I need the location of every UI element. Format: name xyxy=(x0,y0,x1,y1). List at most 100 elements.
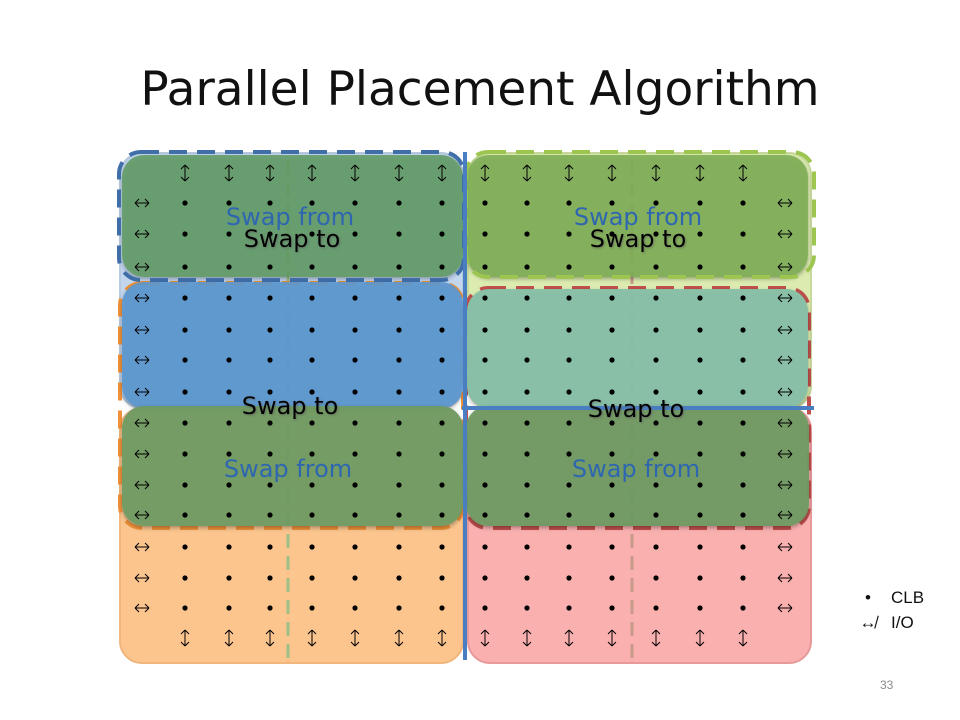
io-vertical-icon xyxy=(607,629,617,647)
clb-dot xyxy=(439,357,445,363)
clb-dot xyxy=(267,200,273,206)
clb-dot xyxy=(740,295,746,301)
clb-dot xyxy=(396,200,402,206)
region-middle-left-blue xyxy=(122,282,463,408)
clb-dot xyxy=(226,420,232,426)
io-horizontal-icon xyxy=(134,449,150,459)
clb-dot xyxy=(609,327,615,333)
label-bottom-right-swap-from: Swap from xyxy=(572,455,700,483)
clb-dot xyxy=(740,357,746,363)
clb-dot-icon: • xyxy=(865,587,871,607)
io-vertical-icon xyxy=(307,164,317,182)
clb-dot xyxy=(566,295,572,301)
clb-dot xyxy=(653,327,659,333)
clb-dot xyxy=(267,420,273,426)
clb-dot xyxy=(439,295,445,301)
io-horizontal-icon xyxy=(134,387,150,397)
io-horizontal-icon xyxy=(134,603,150,613)
clb-dot xyxy=(609,420,615,426)
clb-dot xyxy=(524,295,530,301)
clb-dot xyxy=(697,357,703,363)
clb-dot xyxy=(524,357,530,363)
clb-dot xyxy=(182,389,188,395)
io-vertical-icon xyxy=(695,629,705,647)
clb-dot xyxy=(697,451,703,457)
io-horizontal-icon xyxy=(134,325,150,335)
clb-dot xyxy=(226,327,232,333)
clb-dot xyxy=(524,575,530,581)
clb-dot xyxy=(352,231,358,237)
io-horizontal-icon xyxy=(777,229,793,239)
clb-dot xyxy=(352,295,358,301)
clb-dot xyxy=(352,544,358,550)
clb-dot xyxy=(352,389,358,395)
clb-dot xyxy=(697,327,703,333)
io-horizontal-icon xyxy=(777,542,793,552)
io-horizontal-icon xyxy=(777,510,793,520)
clb-dot xyxy=(609,451,615,457)
clb-dot xyxy=(267,451,273,457)
clb-dot xyxy=(439,451,445,457)
clb-dot xyxy=(226,482,232,488)
clb-dot xyxy=(309,420,315,426)
clb-dot xyxy=(609,575,615,581)
io-vertical-icon xyxy=(480,629,490,647)
clb-dot xyxy=(740,544,746,550)
clb-dot xyxy=(740,200,746,206)
label-top-left-swap-to: Swap to xyxy=(244,225,341,253)
io-vertical-icon xyxy=(307,629,317,647)
clb-dot xyxy=(439,482,445,488)
clb-dot xyxy=(309,451,315,457)
clb-dot xyxy=(226,200,232,206)
clb-dot xyxy=(226,295,232,301)
io-horizontal-icon xyxy=(134,480,150,490)
io-horizontal-icon xyxy=(777,480,793,490)
clb-dot xyxy=(524,605,530,611)
clb-dot xyxy=(740,575,746,581)
label-bottom-left-swap-from: Swap from xyxy=(224,455,352,483)
clb-dot xyxy=(740,420,746,426)
io-vertical-icon xyxy=(522,629,532,647)
regions xyxy=(117,150,816,530)
clb-dot xyxy=(396,482,402,488)
clb-dot xyxy=(309,231,315,237)
clb-dot xyxy=(309,200,315,206)
clb-dot xyxy=(740,451,746,457)
clb-dot xyxy=(309,544,315,550)
clb-dot xyxy=(482,357,488,363)
io-horizontal-icon xyxy=(134,198,150,208)
clb-dot xyxy=(566,231,572,237)
clb-dot xyxy=(226,544,232,550)
fpga-grid-overlay xyxy=(134,164,793,647)
legend-item-clb: • CLB xyxy=(857,585,924,610)
clb-dot xyxy=(653,295,659,301)
region-labels: Swap from Swap to Swap from Swap to Swap… xyxy=(224,203,702,483)
clb-dot xyxy=(182,200,188,206)
clb-dot xyxy=(482,200,488,206)
partition-lines xyxy=(462,152,814,660)
io-vertical-icon xyxy=(224,629,234,647)
io-vertical-icon xyxy=(480,164,490,182)
clb-dot xyxy=(309,605,315,611)
clb-dot xyxy=(267,357,273,363)
clb-dot xyxy=(182,327,188,333)
clb-dot xyxy=(396,327,402,333)
clb-dot xyxy=(309,512,315,518)
clb-dot xyxy=(697,389,703,395)
region-top-right-swap xyxy=(467,155,808,277)
clb-dot xyxy=(524,512,530,518)
clb-dot xyxy=(439,389,445,395)
io-vertical-icon xyxy=(738,629,748,647)
io-vertical-icon xyxy=(695,164,705,182)
region-top-left-swap xyxy=(122,155,463,277)
clb-dot xyxy=(482,451,488,457)
clb-dot xyxy=(740,264,746,270)
clb-dot xyxy=(697,420,703,426)
clb-dot xyxy=(653,357,659,363)
clb-dot xyxy=(267,389,273,395)
clb-dot xyxy=(609,264,615,270)
clb-dot xyxy=(524,200,530,206)
clb-dot xyxy=(396,544,402,550)
clb-dot xyxy=(697,605,703,611)
